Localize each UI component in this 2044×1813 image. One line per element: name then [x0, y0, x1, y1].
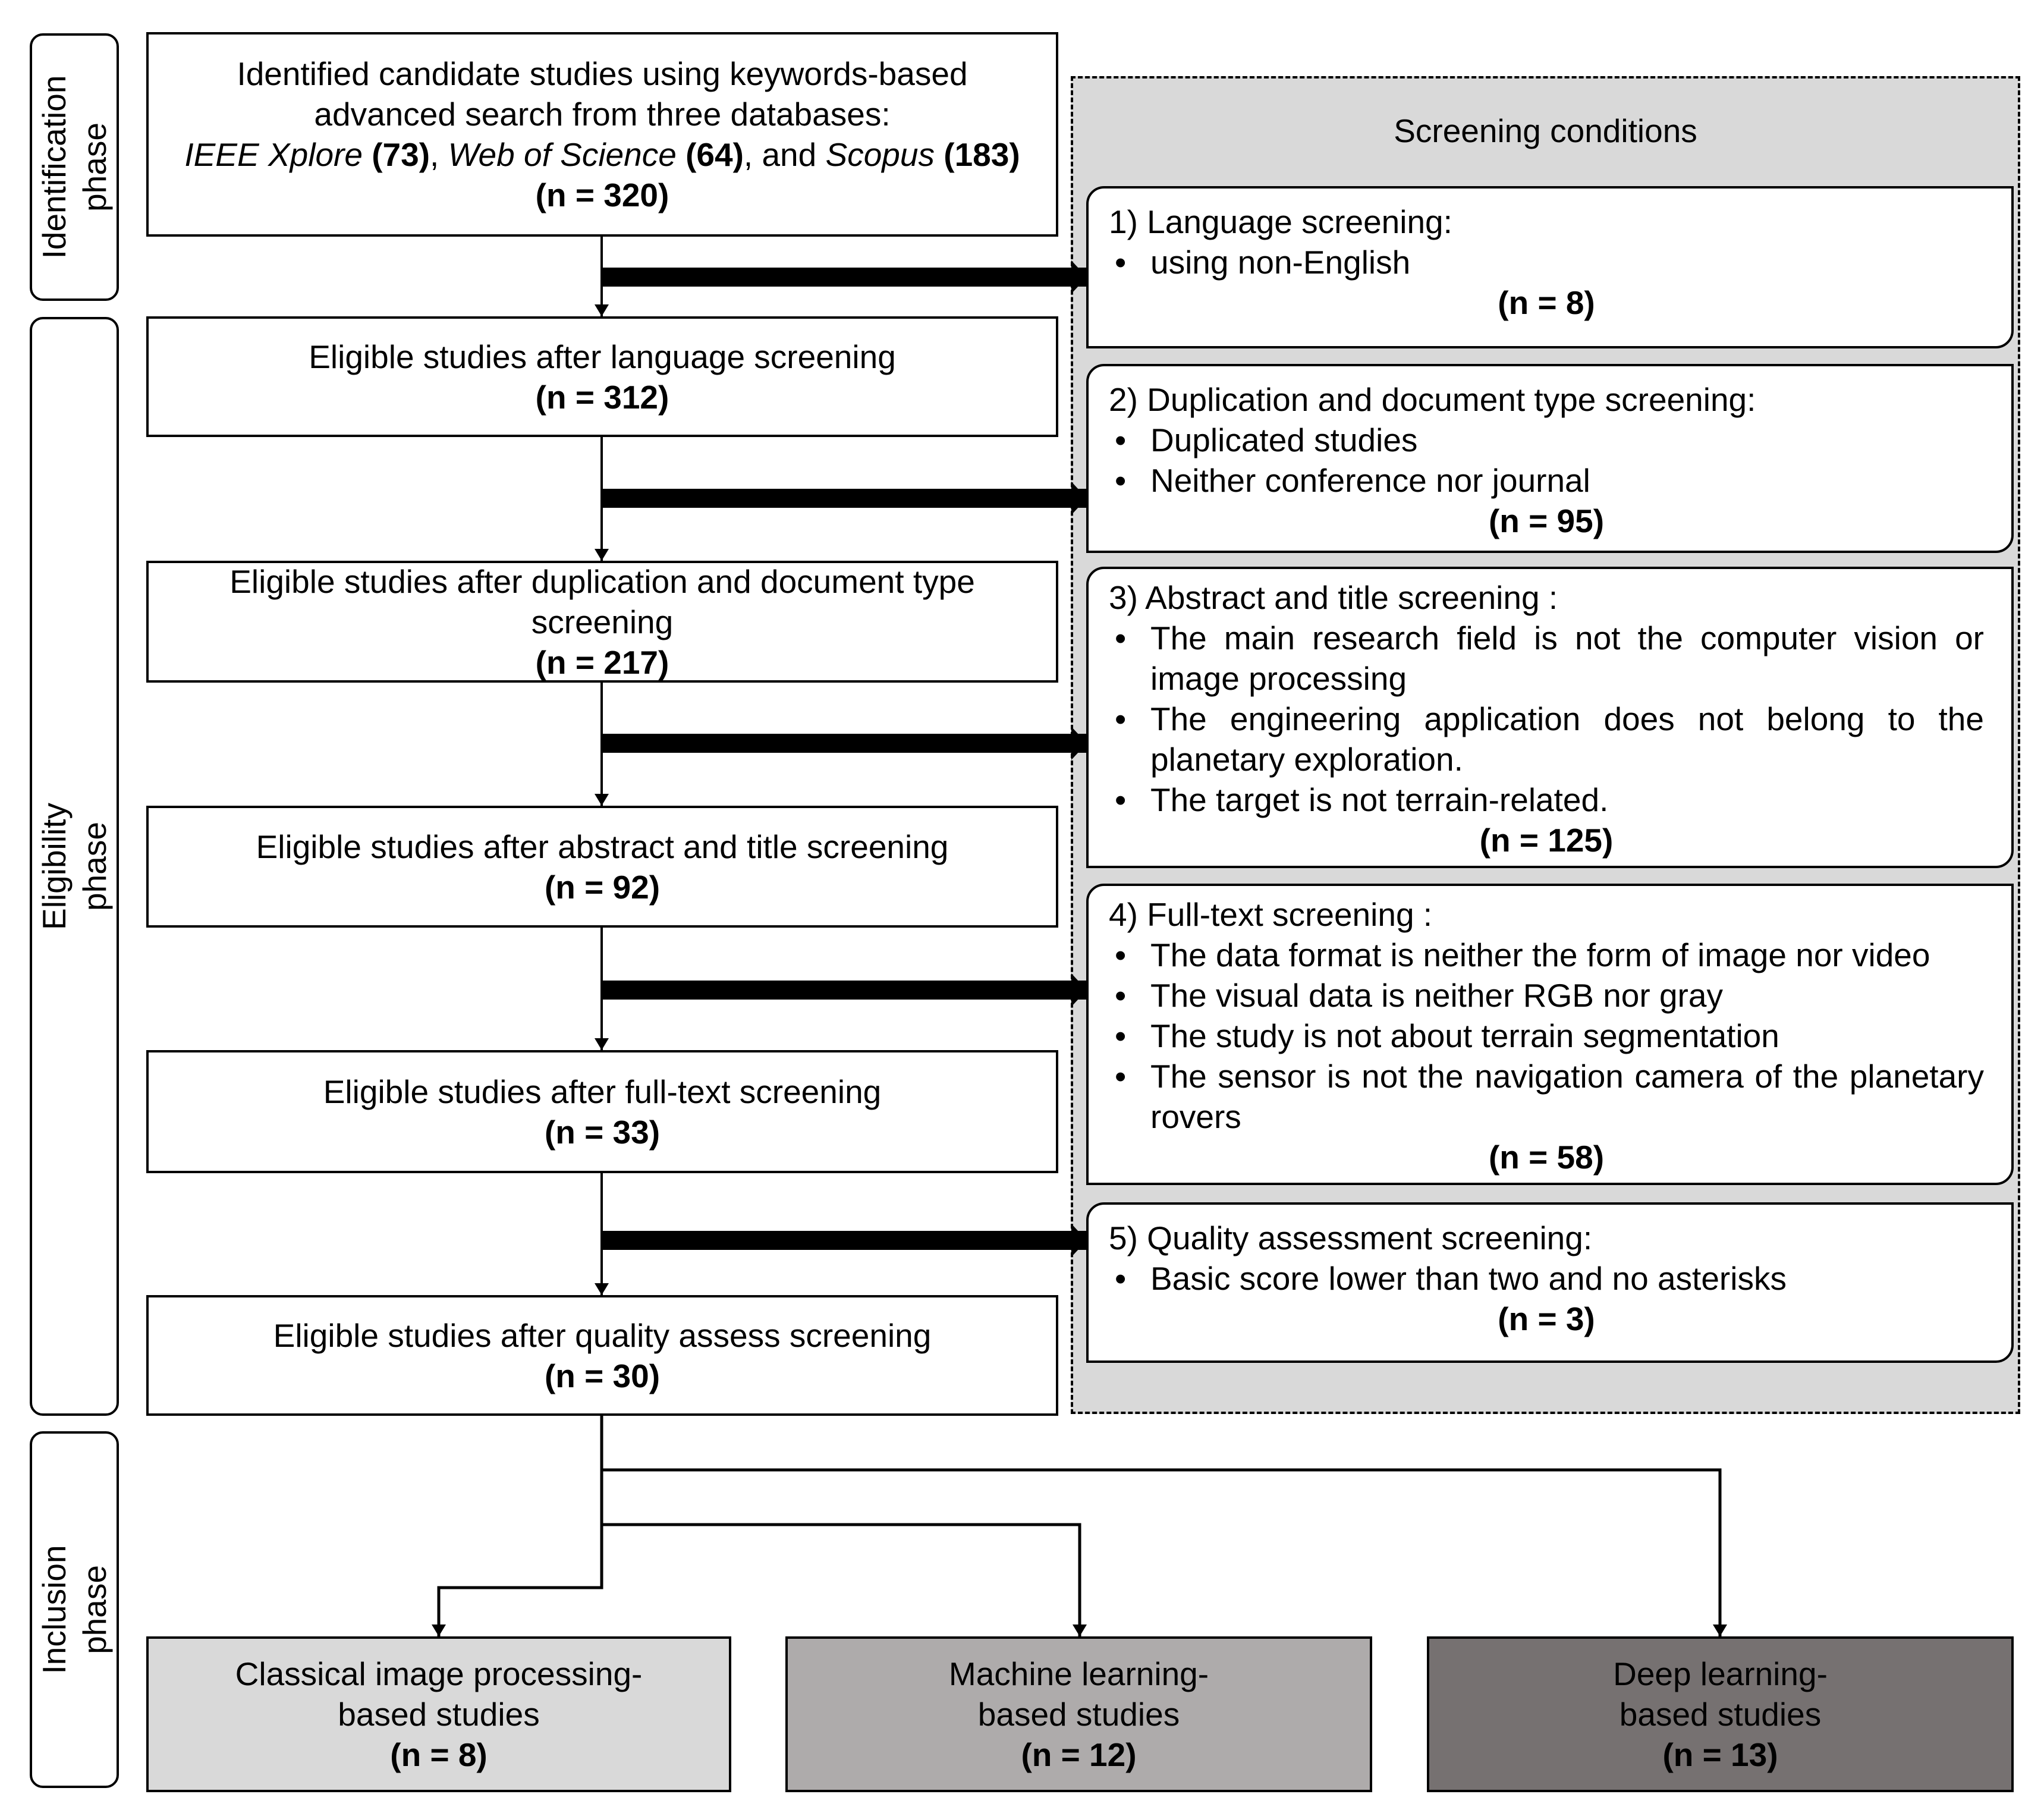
condition-item: The visual data is neither RGB nor gray: [1109, 975, 1984, 1016]
eligible-label: Eligible studies after abstract and titl…: [256, 828, 949, 865]
separator: , and: [743, 136, 826, 173]
condition-duplication-box: 2) Duplication and document type screeni…: [1086, 364, 2014, 553]
condition-quality-box: 5) Quality assessment screening: Basic s…: [1086, 1202, 2014, 1363]
eligible-after-fulltext-box: Eligible studies after full-text screeni…: [146, 1050, 1058, 1173]
classical-studies-box: Classical image processing- based studie…: [146, 1636, 731, 1792]
condition-item: Basic score lower than two and no asteri…: [1109, 1258, 1984, 1299]
identified-line2: advanced search from three databases:: [314, 96, 891, 133]
eligible-after-language-box: Eligible studies after language screenin…: [146, 316, 1058, 437]
eligible-label: Eligible studies after full-text screeni…: [323, 1073, 882, 1110]
condition-language-box: 1) Language screening: using non-English…: [1086, 186, 2014, 348]
eligible-count: (n = 312): [535, 378, 669, 416]
eligible-after-abstract-box: Eligible studies after abstract and titl…: [146, 806, 1058, 928]
condition-item: The main research field is not the compu…: [1109, 618, 1984, 699]
condition-item: Duplicated studies: [1109, 420, 1984, 460]
separator: ,: [430, 136, 448, 173]
included-count: (n = 12): [1021, 1736, 1137, 1773]
identified-count: (n = 320): [535, 177, 669, 213]
database-wos-name: Web of Science: [448, 136, 677, 173]
database-ieee-count: (73): [372, 136, 430, 173]
condition-abstract-box: 3) Abstract and title screening : The ma…: [1086, 567, 2014, 868]
condition-item: The study is not about terrain segmentat…: [1109, 1016, 1984, 1056]
included-line2: based studies: [338, 1696, 540, 1733]
condition-count: (n = 125): [1479, 822, 1614, 859]
condition-count: (n = 3): [1498, 1300, 1595, 1337]
database-scopus-count: (183): [944, 136, 1020, 173]
included-line2: based studies: [977, 1696, 1180, 1733]
included-count: (n = 8): [390, 1736, 488, 1773]
identified-line1: Identified candidate studies using keywo…: [237, 55, 968, 92]
condition-count: (n = 8): [1498, 284, 1595, 321]
condition-item: The engineering application does not bel…: [1109, 699, 1984, 780]
condition-item: Neither conference nor journal: [1109, 460, 1984, 501]
deep-learning-studies-box: Deep learning- based studies (n = 13): [1427, 1636, 2014, 1792]
eligible-label: Eligible studies after quality assess sc…: [273, 1316, 932, 1354]
included-line2: based studies: [1619, 1696, 1822, 1733]
condition-item: The target is not terrain-related.: [1109, 780, 1984, 820]
identification-phase-label: Identification phase: [30, 33, 119, 301]
eligible-count: (n = 33): [544, 1113, 661, 1151]
inclusion-phase-label: Inclusion phase: [30, 1431, 119, 1788]
condition-title: 3) Abstract and title screening :: [1109, 579, 1558, 616]
eligible-count: (n = 92): [544, 868, 661, 906]
identified-studies-box: Identified candidate studies using keywo…: [146, 32, 1058, 237]
condition-title: 5) Quality assessment screening:: [1109, 1220, 1593, 1256]
condition-item: The sensor is not the navigation camera …: [1109, 1056, 1984, 1137]
eligibility-phase-label: Eligibility phase: [30, 317, 119, 1416]
database-scopus-name: Scopus: [825, 136, 935, 173]
branch-line-machine: [602, 1523, 1087, 1636]
condition-title: 1) Language screening:: [1109, 203, 1452, 240]
branch-line-deep: [602, 1468, 1727, 1636]
condition-item: using non-English: [1109, 242, 1984, 282]
condition-item: The data format is neither the form of i…: [1109, 935, 1984, 975]
eligible-after-duplication-box: Eligible studies after duplication and d…: [146, 561, 1058, 683]
eligible-count: (n = 30): [544, 1357, 661, 1394]
included-line1: Deep learning-: [1613, 1655, 1828, 1692]
included-line1: Classical image processing-: [235, 1655, 643, 1692]
eligible-label: Eligible studies after language screenin…: [309, 338, 896, 375]
condition-count: (n = 95): [1488, 502, 1605, 539]
eligible-label: Eligible studies after duplication and d…: [229, 563, 975, 640]
database-wos-count: (64): [685, 136, 744, 173]
screening-conditions-title: Screening conditions: [1394, 112, 1697, 149]
database-counts-line: IEEE Xplore (73), Web of Science (64), a…: [184, 134, 1020, 175]
condition-title: 2) Duplication and document type screeni…: [1109, 381, 1756, 418]
eligible-count: (n = 217): [535, 643, 669, 681]
branch-line-classical: [432, 1416, 603, 1636]
machine-learning-studies-box: Machine learning- based studies (n = 12): [785, 1636, 1372, 1792]
condition-fulltext-box: 4) Full-text screening : The data format…: [1086, 884, 2014, 1185]
included-line1: Machine learning-: [948, 1655, 1209, 1692]
database-ieee-name: IEEE Xplore: [184, 136, 363, 173]
condition-title: 4) Full-text screening :: [1109, 896, 1433, 933]
included-count: (n = 13): [1662, 1736, 1778, 1773]
eligible-after-quality-box: Eligible studies after quality assess sc…: [146, 1295, 1058, 1416]
condition-count: (n = 58): [1488, 1139, 1605, 1176]
